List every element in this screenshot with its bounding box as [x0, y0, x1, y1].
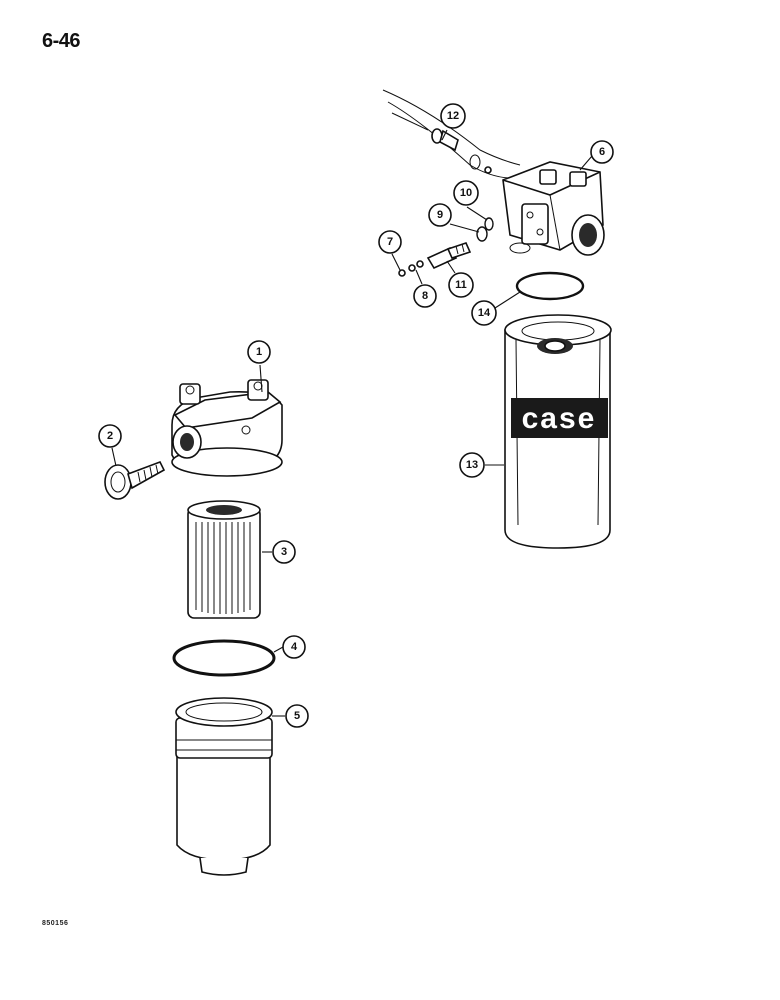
callout-12: 12 — [440, 103, 466, 129]
svg-text:6: 6 — [599, 146, 605, 158]
callout-5: 5 — [285, 704, 309, 728]
leader-10 — [466, 206, 488, 221]
leader-12 — [441, 129, 448, 141]
callout-7: 7 — [378, 230, 402, 254]
switch-part-11 — [426, 242, 472, 270]
callout-2: 2 — [98, 424, 122, 448]
leader-2 — [111, 447, 117, 467]
filter-element-part-3 — [187, 500, 261, 619]
leader-4 — [273, 646, 284, 653]
o-ring-part-14 — [515, 271, 585, 301]
leader-1 — [259, 364, 263, 393]
callout-4: 4 — [282, 635, 306, 659]
valve-body-part-6 — [502, 161, 605, 256]
svg-text:8: 8 — [422, 290, 428, 302]
fitting-part-8 — [408, 260, 424, 272]
tube-part-12 — [382, 89, 521, 179]
svg-text:3: 3 — [281, 546, 287, 558]
callout-9: 9 — [428, 203, 452, 227]
leader-8 — [415, 269, 423, 285]
leader-9 — [449, 223, 480, 233]
svg-text:12: 12 — [447, 110, 459, 122]
callout-14: 14 — [471, 300, 497, 326]
fitting-part-7 — [398, 269, 406, 277]
svg-text:14: 14 — [478, 307, 491, 319]
figure-code: 850156 — [42, 920, 69, 927]
svg-text:5: 5 — [294, 710, 300, 722]
o-ring-part-4 — [172, 639, 276, 677]
svg-text:4: 4 — [291, 641, 298, 653]
callout-11: 11 — [448, 272, 474, 298]
svg-text:7: 7 — [387, 236, 393, 248]
leader-6 — [579, 155, 593, 171]
svg-text:13: 13 — [466, 459, 478, 471]
leader-14 — [494, 291, 521, 309]
svg-text:9: 9 — [437, 209, 443, 221]
case-logo-text: case — [522, 402, 597, 435]
callout-13: 13 — [459, 452, 485, 478]
callout-6: 6 — [590, 140, 614, 164]
callout-1: 1 — [247, 340, 271, 364]
svg-text:1: 1 — [256, 346, 262, 358]
indicator-part-2 — [104, 460, 166, 500]
page-number: 6-46 — [42, 30, 81, 52]
leader-7 — [391, 253, 401, 271]
svg-text:10: 10 — [460, 187, 472, 199]
callout-3: 3 — [272, 540, 296, 564]
leader-11 — [446, 260, 456, 274]
callout-8: 8 — [413, 284, 437, 308]
callout-10: 10 — [453, 180, 479, 206]
o-ring-part-10 — [484, 217, 494, 231]
spin-on-filter-part-13: case — [504, 314, 612, 549]
case-logo: case — [511, 398, 608, 438]
svg-text:2: 2 — [107, 430, 113, 442]
leader-lines — [111, 129, 593, 717]
svg-text:11: 11 — [455, 279, 467, 291]
filter-bowl-part-5 — [175, 697, 273, 876]
o-ring-part-9 — [476, 226, 488, 242]
filter-head-part-1 — [171, 379, 283, 477]
